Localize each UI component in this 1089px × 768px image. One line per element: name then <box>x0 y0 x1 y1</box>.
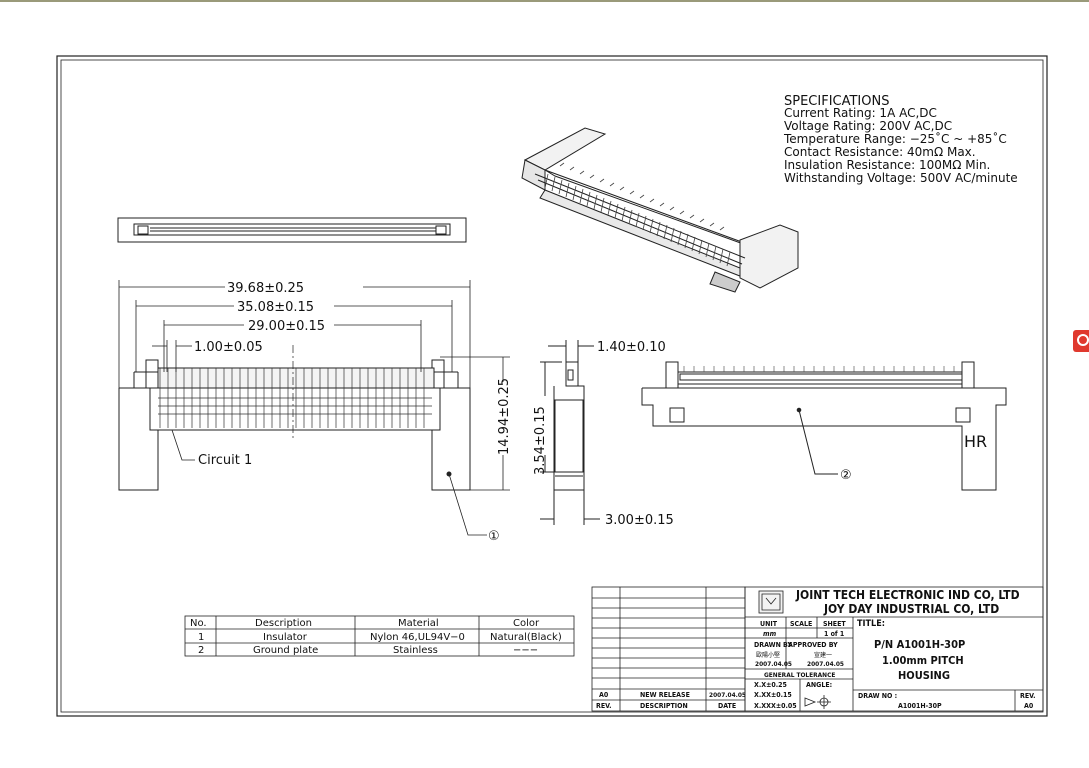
tolerance-2: X.XX±0.15 <box>754 691 792 699</box>
dimension-height: 14.94±0.25 <box>497 378 512 455</box>
bom-row-1-material: Nylon 46,UL94V−0 <box>370 632 465 643</box>
bom-row-1-no: 1 <box>198 632 204 643</box>
approved-date: 2007.04.05 <box>807 660 844 668</box>
drawing-frame-outer <box>56 55 1048 717</box>
dimension-outer: 35.08±0.15 <box>237 300 314 315</box>
title-block-text: JOINT TECH ELECTRONIC IND CO, LTD JOY DA… <box>754 588 1036 710</box>
front-dimensions <box>118 280 510 536</box>
drawn-by-label: DRAWN BY <box>754 641 792 649</box>
spec-line: Current Rating: 1A AC,DC <box>784 106 937 120</box>
front-view <box>118 345 471 491</box>
bom-header-no: No. <box>190 618 207 629</box>
dimension-lead: 1.40±0.10 <box>597 340 666 355</box>
approved-by-label: APPROVED BY <box>788 641 838 649</box>
isometric-view <box>521 127 799 293</box>
bom-text: No. Description Material Color 1 Insulat… <box>190 618 562 656</box>
rev-header-description: DESCRIPTION <box>640 702 688 710</box>
sheet-label: SHEET <box>823 620 846 628</box>
title-line-1: P/N A1001H-30P <box>874 638 965 651</box>
bom-header-description: Description <box>255 618 312 629</box>
rev-header-rev: REV. <box>596 702 612 710</box>
tolerance-3: X.XXX±0.05 <box>754 702 797 710</box>
dimension-width: 3.00±0.15 <box>605 513 674 528</box>
window-top-border <box>0 0 1089 2</box>
specifications-heading: SPECIFICATIONS <box>784 94 889 109</box>
drawing-frame-inner <box>60 59 1044 713</box>
rev-row-description: NEW RELEASE <box>640 691 690 699</box>
approved-by-name: 宣建一 <box>814 651 832 659</box>
company-name-1: JOINT TECH ELECTRONIC IND CO, LTD <box>795 588 1020 602</box>
tolerance-label: GENERAL TOLERANCE <box>764 671 835 679</box>
specifications-block: SPECIFICATIONS Current Rating: 1A AC,DC … <box>783 94 1018 185</box>
side-toolbar-badge-icon[interactable] <box>1073 330 1089 352</box>
rev-row-date: 2007.04.05 <box>709 691 746 699</box>
part-callout-1: ① <box>488 529 500 544</box>
title-label: TITLE: <box>857 619 885 629</box>
bom-row-2-material: Stainless <box>393 645 438 656</box>
drawn-date: 2007.04.05 <box>755 660 792 668</box>
spec-line: Insulation Resistance: 100MΩ Min. <box>784 158 990 172</box>
bom-row-2-description: Ground plate <box>253 645 318 656</box>
circuit-label: Circuit 1 <box>198 453 252 468</box>
part-callout-2: ② <box>840 468 852 483</box>
hr-logo-mark: HR <box>964 432 987 451</box>
dimension-depth: 3.54±0.15 <box>533 406 548 475</box>
top-view <box>117 217 467 243</box>
dimension-inner: 29.00±0.15 <box>248 319 325 334</box>
spec-line: Voltage Rating: 200V AC,DC <box>784 119 952 133</box>
bom-row-1-description: Insulator <box>263 632 308 643</box>
bom-header-color: Color <box>513 618 540 629</box>
sheet-value: 1 of 1 <box>824 630 844 638</box>
title-line-2: 1.00mm PITCH <box>882 654 964 667</box>
tolerance-1: X.X±0.25 <box>754 681 787 689</box>
angle-label: ANGLE: <box>806 681 832 689</box>
title-block <box>744 586 1044 712</box>
revision-text: A0 NEW RELEASE 2007.04.05 REV. DESCRIPTI… <box>596 691 746 710</box>
rev-value: A0 <box>1024 702 1034 710</box>
dimension-pitch: 1.00±0.05 <box>194 340 263 355</box>
bom-table <box>184 615 575 657</box>
side-dimension-labels: 1.40±0.10 3.54±0.15 3.00±0.15 <box>533 340 674 528</box>
unit-label: UNIT <box>760 620 778 628</box>
side-view <box>540 340 600 525</box>
rev-header-date: DATE <box>718 702 736 710</box>
rev-row-rev: A0 <box>599 691 609 699</box>
bom-row-2-no: 2 <box>198 645 204 656</box>
front-dimension-labels: 39.68±0.25 35.08±0.15 29.00±0.15 1.00±0.… <box>194 281 512 544</box>
drawing-number-label: DRAW NO : <box>858 692 897 700</box>
rear-view <box>641 361 1007 491</box>
drawing-number-value: A1001H-30P <box>898 702 942 710</box>
title-line-3: HOUSING <box>898 669 950 682</box>
spec-line: Withstanding Voltage: 500V AC/minute <box>784 171 1018 185</box>
unit-value: mm <box>763 630 777 638</box>
company-name-2: JOY DAY INDUSTRIAL CO, LTD <box>823 602 999 616</box>
dimension-overall: 39.68±0.25 <box>227 281 304 296</box>
bom-row-2-color: −−− <box>513 645 538 656</box>
spec-line: Temperature Range: −25˚C ~ +85˚C <box>783 131 1007 146</box>
bom-header-material: Material <box>398 618 439 629</box>
drawn-by-name: 歐陽小堅 <box>756 651 780 659</box>
rev-label: REV. <box>1020 692 1036 700</box>
rear-view-labels: ② HR <box>840 432 987 483</box>
spec-line: Contact Resistance: 40mΩ Max. <box>784 145 976 159</box>
bom-row-1-color: Natural(Black) <box>490 632 562 643</box>
scale-label: SCALE <box>790 620 812 628</box>
